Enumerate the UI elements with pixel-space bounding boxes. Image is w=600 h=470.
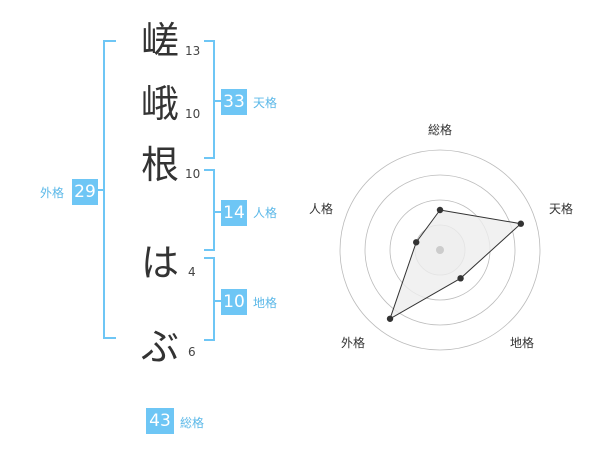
- radar-center-dot: [436, 246, 444, 254]
- gaikaku-bracket: [103, 40, 116, 339]
- stroke-count-4: 4: [188, 265, 196, 279]
- radar-points: [386, 206, 525, 322]
- stroke-count-1: 13: [185, 44, 201, 58]
- jinkaku-label: 人格: [253, 206, 278, 220]
- tenkaku-bracket: [204, 40, 215, 159]
- stroke-count-5: 6: [188, 345, 196, 359]
- name-char-3: 根: [140, 143, 179, 187]
- chikaku-badge: 10: [221, 289, 247, 315]
- radar-point-5: [413, 239, 420, 246]
- name-char-5: ぶ: [140, 325, 179, 369]
- jinkaku-bracket: [204, 169, 215, 251]
- radar-axis-label-chikaku: 地格: [510, 336, 535, 350]
- gaikaku-badge: 29: [72, 179, 98, 205]
- radar-area: [389, 209, 522, 320]
- stroke-count-2: 10: [185, 107, 201, 121]
- chikaku-bracket: [204, 257, 215, 341]
- radar-point-4: [386, 315, 394, 322]
- radar-point-2: [517, 220, 525, 227]
- radar-point-1: [436, 206, 444, 214]
- radar-point-3: [457, 275, 464, 282]
- radar-axis-label-jinkaku: 人格: [309, 202, 334, 216]
- name-char-2: 峨: [140, 82, 179, 126]
- radar-ring: [364, 174, 516, 326]
- radar-axis-label-tenkaku: 天格: [549, 202, 574, 216]
- radar-axis-label-gaikaku: 外格: [341, 336, 366, 350]
- jinkaku-badge: 14: [221, 200, 247, 226]
- radar-axis-label-soukaku: 総格: [428, 123, 453, 137]
- tenkaku-label: 天格: [253, 96, 278, 110]
- chikaku-label: 地格: [253, 296, 278, 310]
- stroke-count-3: 10: [185, 167, 201, 181]
- radar-ring: [339, 149, 541, 351]
- name-char-1: 嵯: [140, 19, 179, 63]
- soukaku-badge: 43: [146, 408, 174, 434]
- soukaku-label: 総格: [180, 416, 205, 430]
- radar-chart: [339, 149, 541, 351]
- gaikaku-label: 外格: [40, 186, 65, 200]
- tenkaku-badge: 33: [221, 89, 247, 115]
- name-char-4: は: [140, 241, 179, 285]
